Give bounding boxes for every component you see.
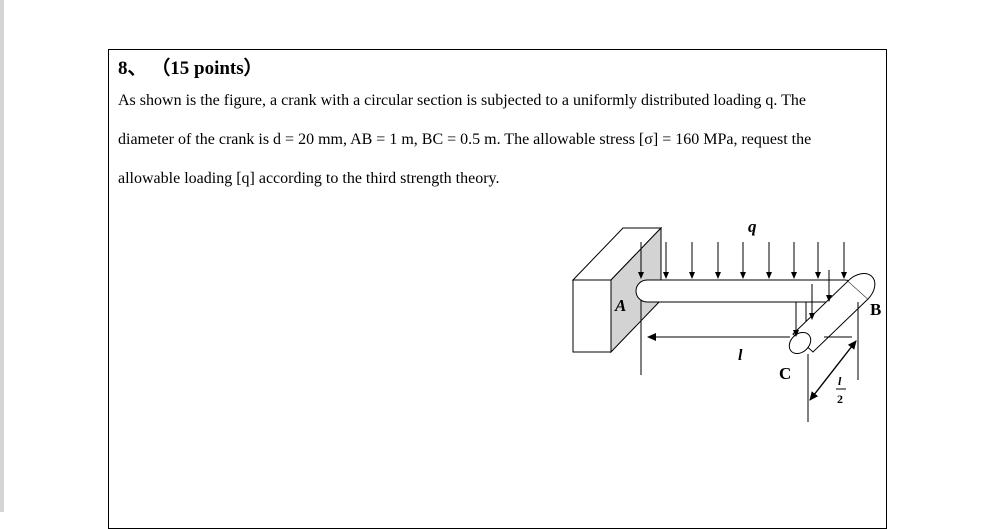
beam-ab xyxy=(635,279,857,303)
wall-front-face xyxy=(572,279,612,353)
problem-points: （15 points） xyxy=(151,58,263,79)
label-half-l-denominator: 2 xyxy=(837,392,843,406)
problem-text-line-3: allowable loading [q] according to the t… xyxy=(118,170,500,187)
problem-number: 8、 xyxy=(118,58,147,79)
dimension-line-half-l xyxy=(809,340,857,401)
label-c: C xyxy=(779,364,791,383)
label-half-l-numerator: l xyxy=(838,374,842,388)
problem-text-line-2: diameter of the crank is d = 20 mm, AB =… xyxy=(118,131,812,148)
problem-text-line-1: As shown is the figure, a crank with a c… xyxy=(118,92,806,109)
label-b: B xyxy=(870,300,881,319)
label-l: l xyxy=(738,347,743,364)
label-q: q xyxy=(748,217,757,236)
distributed-load-arrows xyxy=(638,242,847,337)
label-a: A xyxy=(614,296,626,315)
page-left-edge xyxy=(0,0,4,512)
crank-figure: q A B C l l 2 xyxy=(571,217,881,422)
problem-header: 8、 （15 points） xyxy=(118,53,263,80)
